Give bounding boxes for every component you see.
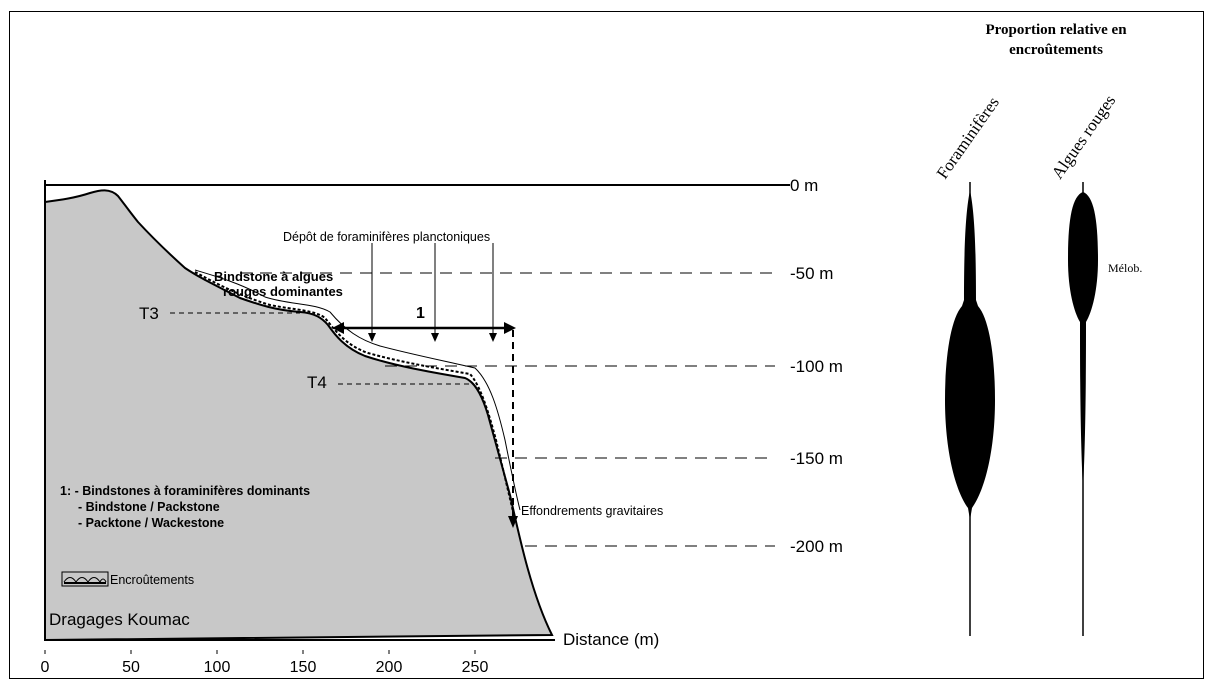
depth-label: -50 m bbox=[790, 264, 833, 283]
x-tick-label: 50 bbox=[122, 659, 140, 676]
legend-line-2: - Bindstone / Packstone bbox=[78, 500, 220, 514]
depth-label: 0 m bbox=[790, 176, 818, 195]
plankton-arrowhead-3 bbox=[489, 333, 497, 342]
panel-title-line2: encroûtements bbox=[1009, 42, 1103, 58]
section-title: Dragages Koumac bbox=[49, 610, 190, 629]
plankton-arrowhead-2 bbox=[431, 333, 439, 342]
terrace-label-t4: T4 bbox=[307, 373, 327, 392]
plankton-arrowhead-1 bbox=[368, 333, 376, 342]
depth-labels: 0 m -50 m -100 m -150 m -200 m bbox=[790, 176, 843, 556]
melob-note: Mélob. bbox=[1108, 261, 1142, 275]
plankton-annotation: Dépôt de foraminifères planctoniques bbox=[283, 230, 490, 244]
zone1-drop-arrowhead bbox=[508, 516, 518, 528]
x-tick-label: 250 bbox=[462, 659, 489, 676]
collapse-annotation: Effondrements gravitaires bbox=[521, 504, 663, 518]
bindstone-annotation-line2: rouges dominantes bbox=[223, 284, 343, 299]
panel-title-line1: Proportion relative en bbox=[985, 22, 1127, 38]
x-tick-label: 150 bbox=[290, 659, 317, 676]
x-axis-label: Distance (m) bbox=[563, 630, 659, 649]
zone1-arrowhead-right bbox=[504, 322, 516, 334]
foram-column-label: Foraminifères bbox=[933, 93, 1003, 182]
seafloor-profile bbox=[44, 189, 554, 642]
legend-line-1: 1: - Bindstones à foraminifères dominant… bbox=[60, 484, 310, 498]
x-axis-ticks: 0 50 100 150 200 250 bbox=[41, 650, 489, 676]
bindstone-annotation-line1: Bindstone à algues bbox=[214, 269, 333, 284]
encrustation-outline bbox=[194, 269, 521, 511]
terrace-label-t3: T3 bbox=[139, 304, 159, 323]
depth-label: -150 m bbox=[790, 449, 843, 468]
x-tick-label: 100 bbox=[204, 659, 231, 676]
algae-proportion-shape bbox=[1068, 192, 1098, 490]
zone1-arrowhead-left bbox=[332, 322, 344, 334]
algae-column-label: Algues rouges bbox=[1048, 91, 1120, 182]
legend-encrustation-box bbox=[61, 571, 109, 587]
depth-label: -100 m bbox=[790, 357, 843, 376]
foram-proportion-shape bbox=[945, 190, 995, 520]
zone-number-label: 1 bbox=[416, 305, 425, 322]
encrustation-band bbox=[194, 271, 516, 521]
depth-label: -200 m bbox=[790, 537, 843, 556]
legend-encrustation-label: Encroûtements bbox=[110, 573, 194, 587]
x-tick-label: 0 bbox=[41, 659, 50, 676]
legend-line-3: - Packtone / Wackestone bbox=[78, 516, 224, 530]
x-tick-label: 200 bbox=[376, 659, 403, 676]
